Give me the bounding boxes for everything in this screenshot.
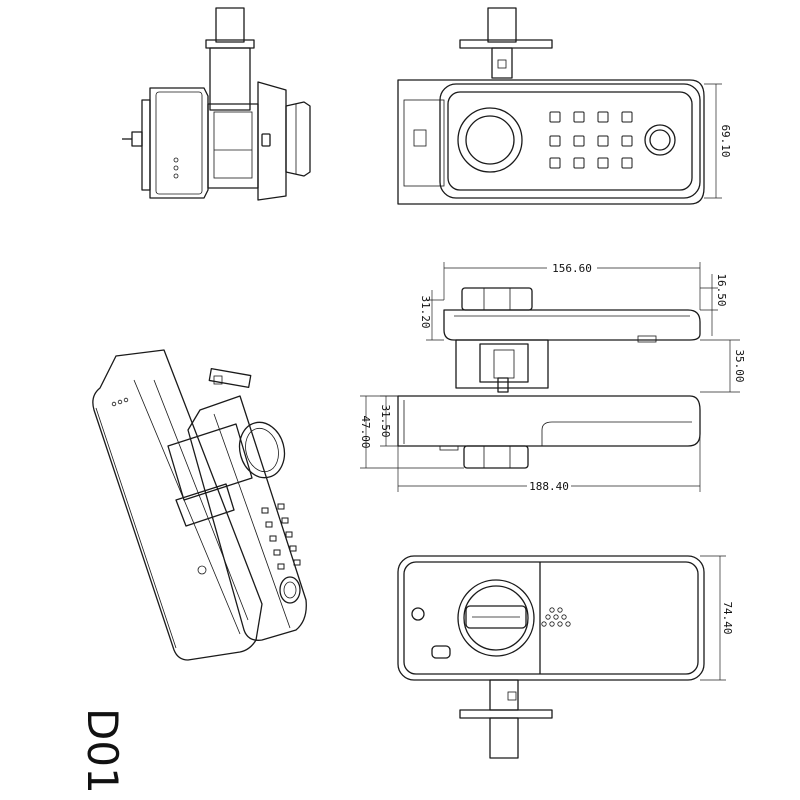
keypad-front (549, 111, 633, 169)
dim-spindle-gap: 35.00 (733, 349, 746, 382)
keypad-iso (261, 503, 301, 570)
top-view (426, 262, 740, 393)
side-view (122, 7, 311, 201)
dim-back-height: 74.40 (721, 601, 734, 634)
dim-inner-height: 31.50 (379, 404, 392, 437)
dim-height-front: 69.10 (719, 124, 732, 157)
model-label: D01 (78, 708, 127, 794)
dim-length-top: 156.60 (552, 262, 592, 275)
back-view (397, 555, 726, 759)
dim-total-length: 188.40 (529, 480, 569, 493)
isometric-view (92, 349, 307, 661)
front-view (397, 7, 722, 205)
dim-knob-height: 16.50 (715, 273, 728, 306)
dim-body-height: 31.20 (419, 295, 432, 328)
dim-total-depth: 47.00 (359, 415, 372, 448)
speaker-dots (541, 607, 571, 627)
bottom-view (360, 395, 701, 492)
